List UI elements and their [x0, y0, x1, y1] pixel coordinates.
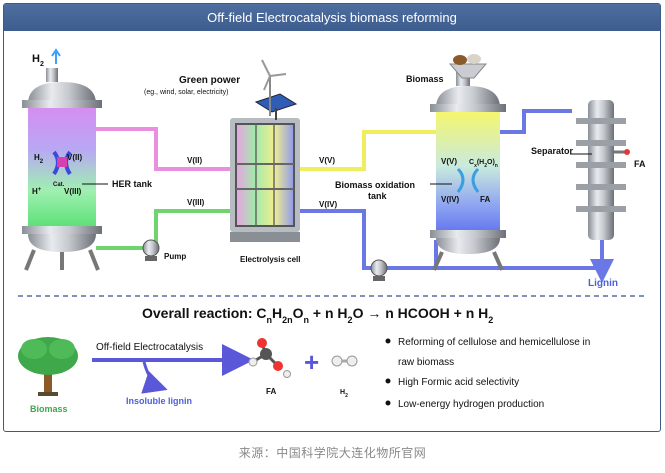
electrolysis-cell-label: Electrolysis cell [240, 255, 300, 264]
separator-column [576, 100, 630, 240]
h2-molecule-icon [331, 355, 358, 367]
pipe-viv-label: V(IV) [319, 200, 338, 209]
cat-label: Cat. [53, 182, 65, 188]
top-labels: H2 H2 H+ V(II) V(III) Cat. HER tank Gree… [32, 48, 646, 289]
separator-label: Separator [531, 146, 574, 156]
formic-acid-molecule-icon [248, 338, 291, 378]
green-power-sub: (eg., wind, solar, electricity) [144, 89, 228, 96]
insoluble-arrow [141, 361, 168, 394]
pipe-vv [294, 130, 436, 171]
diagram-canvas: H2 H2 H+ V(II) V(III) Cat. HER tank Gree… [18, 48, 646, 414]
pipe-vii-label: V(II) [187, 156, 202, 165]
tank-vii: V(II) [67, 153, 82, 162]
btank-formula: Cx(H2O)n [469, 159, 498, 169]
electrolysis-cell [230, 59, 300, 242]
boxy-line1: Biomass oxidation [335, 180, 415, 190]
h2-up-arrow-icon [51, 48, 61, 64]
svg-text:H+: H+ [32, 187, 42, 196]
bullet-item: Reforming of cellulose and hemicellulose… [398, 337, 590, 348]
svg-text:H2: H2 [32, 53, 44, 68]
biomass-top-label: Biomass [406, 74, 444, 84]
bullet-list: Reforming of cellulose and hemicellulose… [385, 337, 590, 410]
svg-text:H2: H2 [34, 153, 44, 165]
plus-sign: + [304, 347, 319, 377]
btank-viv: V(IV) [441, 195, 460, 204]
h2-label: H [32, 53, 40, 65]
process-label: Off-field Electrocatalysis [96, 342, 203, 353]
her-tank-label: HER tank [112, 179, 153, 189]
fa-bottom-label: FA [266, 387, 276, 396]
wind-turbine-blades [261, 59, 287, 91]
biomass-oxidation-tank [430, 54, 506, 271]
pipe-vv-label: V(V) [319, 156, 335, 165]
pump-label: Pump [164, 252, 186, 261]
pump-icon-2 [370, 259, 388, 281]
figure-frame: Off-field Electrocatalysis biomass refor… [3, 3, 661, 432]
bullet-item: High Formic acid selectivity [398, 377, 519, 388]
insoluble-lignin-label: Insoluble lignin [126, 396, 192, 406]
biomass-bottom-label: Biomass [30, 404, 68, 414]
pipe-to-separator [500, 109, 572, 134]
lignin-label: Lignin [588, 278, 618, 289]
bullet-item: Low-energy hydrogen production [398, 399, 544, 410]
pipe-vii [96, 127, 236, 171]
tank-viii: V(III) [64, 187, 82, 196]
green-power-label: Green power [179, 75, 240, 86]
source-credit: 来源：中国科学院大连化物所官网 [238, 446, 427, 460]
her-tank [22, 68, 102, 271]
pipe-viii [96, 209, 236, 250]
overall-reaction: Overall reaction: CnH2nOn + n H2O → n HC… [142, 305, 493, 325]
pipes [96, 109, 614, 283]
fa-out-label: FA [634, 159, 646, 169]
svg-text:H2: H2 [340, 389, 348, 399]
pump-icon [142, 239, 160, 261]
tree-icon [18, 337, 78, 396]
btank-vv: V(V) [441, 157, 457, 166]
pipe-viii-label: V(III) [187, 198, 205, 207]
title-banner: Off-field Electrocatalysis biomass refor… [4, 4, 660, 31]
boxy-line2: tank [368, 191, 388, 201]
btank-fa: FA [480, 195, 490, 204]
bullet-item-cont: raw biomass [398, 357, 454, 368]
biomass-funnel [448, 63, 488, 79]
pipe-viv [294, 209, 438, 270]
